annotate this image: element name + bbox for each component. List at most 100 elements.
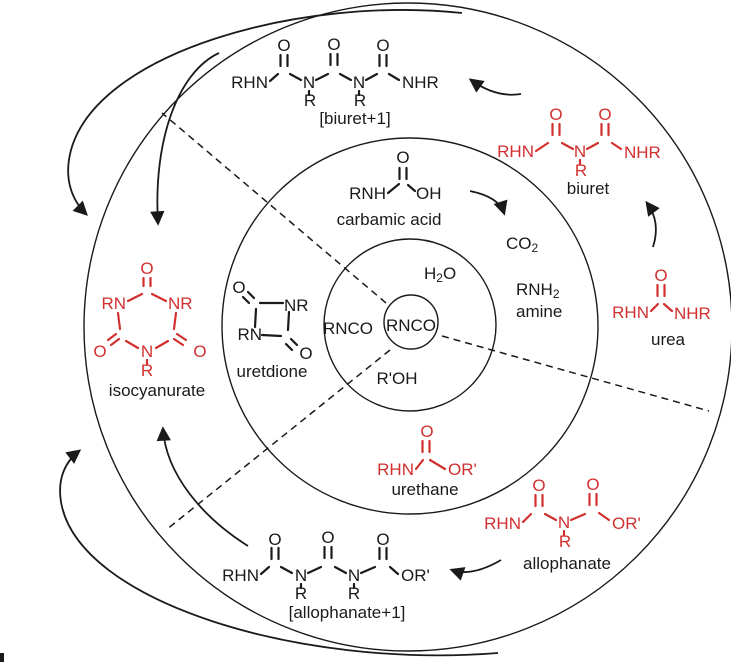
- allophanate-bonds: [521, 492, 611, 537]
- arrow-biuret-plus-one-to-isocyanurate: [150, 52, 220, 226]
- allophanate-rhn: RHN: [484, 514, 521, 533]
- carbamic-acid-structure: O RNH OH carbamic acid: [337, 148, 442, 229]
- biuret-plus-one-o2: O: [327, 35, 340, 54]
- uretdione-structure: O NR RN O uretdione: [232, 278, 312, 381]
- isocyanurate-o-left: O: [93, 342, 106, 361]
- carbamic-acid-rnh: RNH: [349, 184, 386, 203]
- arrow-carbamic-acid-to-co2: [469, 190, 508, 216]
- amine-name: amine: [516, 302, 562, 321]
- isocyanurate-bonds: [106, 276, 188, 366]
- bond-line: [364, 72, 379, 82]
- biuret-structure: O O RHN N R NHR biuret: [497, 105, 661, 198]
- allophanate-n: N: [558, 513, 570, 532]
- urethane-bonds: [414, 439, 447, 471]
- biuret-plus-one-r2: R: [354, 91, 366, 110]
- inner-circle: [323, 238, 497, 412]
- bond-line: [286, 310, 291, 332]
- biuret-o1: O: [549, 105, 562, 124]
- allophanate-or: OR': [612, 514, 641, 533]
- allophanate-structure: O O RHN N R OR' allophanate: [484, 475, 641, 573]
- sector-divider-right: [441, 335, 710, 412]
- sector-dividers: [161, 112, 710, 531]
- carbamic-acid-bonds: [386, 166, 417, 195]
- bond-line: [333, 565, 348, 575]
- allophanate-plus-one-r2: R: [348, 584, 360, 603]
- bond-line: [246, 290, 256, 300]
- bond-line: [172, 337, 185, 347]
- biuret-plus-one-o3: O: [376, 36, 389, 55]
- allophanate-plus-one-o2: O: [321, 528, 334, 547]
- biuret-bonds: [534, 122, 623, 166]
- carbamic-acid-o: O: [396, 148, 409, 167]
- arrow-allophanate-plus-one-to-isocyanurate: [156, 426, 249, 547]
- bond-line: [534, 141, 550, 153]
- uretdione-bonds: [241, 290, 299, 352]
- bond-line: [406, 183, 417, 193]
- carbamic-acid-oh: OH: [416, 184, 442, 203]
- inner-rnco-label: RNCO: [323, 319, 373, 338]
- allophanate-plus-one-r1: R: [295, 584, 307, 603]
- biuret-plus-one-n1: N: [303, 73, 315, 92]
- bond-line: [306, 565, 323, 575]
- bond-line: [175, 332, 188, 342]
- water-label: H2O: [424, 264, 456, 285]
- carbamic-acid-name: carbamic acid: [337, 210, 442, 229]
- arrow-outer-loop-top-left: [67, 9, 463, 216]
- allophanate-r: R: [559, 532, 571, 551]
- bond-line: [521, 512, 533, 524]
- urethane-o: O: [420, 422, 433, 441]
- bond-line: [585, 141, 600, 151]
- bond-line: [259, 565, 271, 576]
- core-circle: [383, 294, 439, 350]
- bond-line: [109, 337, 121, 347]
- amine-formula: RNH2: [516, 280, 560, 301]
- allophanate-plus-one-o1: O: [268, 530, 281, 549]
- bond-line: [288, 72, 303, 82]
- arrow-allophanate-to-allophanate-plus-one: [449, 559, 502, 581]
- bond-line: [338, 72, 353, 82]
- bond-line: [260, 333, 283, 338]
- biuret-plus-one-name: [biuret+1]: [319, 109, 390, 128]
- isocyanurate-nr: NR: [168, 294, 193, 313]
- biuret-rhn: RHN: [497, 142, 534, 161]
- allophanate-plus-one-bonds: [259, 545, 400, 590]
- biuret-r: R: [575, 161, 587, 180]
- allophanate-o1: O: [532, 476, 545, 495]
- isocyanurate-o-right: O: [193, 342, 206, 361]
- corner-artifact: [0, 653, 4, 662]
- uretdione-rn: RN: [237, 325, 262, 344]
- bond-line: [543, 512, 558, 522]
- bond-line: [253, 307, 258, 329]
- urea-bonds: [649, 283, 674, 313]
- biuret-plus-one-nhr: NHR: [402, 73, 439, 92]
- urea-name: urea: [651, 330, 686, 349]
- allophanate-plus-one-n1: N: [295, 566, 307, 585]
- bond-line: [116, 311, 122, 331]
- biuret-plus-one-n2: N: [353, 73, 365, 92]
- isocyanurate-name: isocyanurate: [109, 381, 205, 400]
- bond-line: [428, 458, 447, 471]
- biuret-plus-one-o1: O: [277, 36, 290, 55]
- urethane-name: urethane: [391, 480, 458, 499]
- sector-divider-upper-left: [161, 112, 387, 304]
- biuret-nhr: NHR: [624, 143, 661, 162]
- allophanate-plus-one-o3: O: [376, 530, 389, 549]
- biuret-name: biuret: [567, 179, 610, 198]
- biuret-plus-one-rhn: RHN: [231, 73, 268, 92]
- bond-line: [569, 512, 587, 522]
- urea-o: O: [654, 266, 667, 285]
- uretdione-name: uretdione: [237, 362, 308, 381]
- bond-line: [154, 339, 170, 350]
- outer-circle: [83, 2, 731, 652]
- urea-rhn: RHN: [612, 303, 649, 322]
- allophanate-plus-one-rhn: RHN: [222, 566, 259, 585]
- co2-label: CO2: [506, 234, 539, 255]
- middle-circle: [221, 137, 599, 515]
- bond-line: [359, 565, 377, 575]
- allophanate-plus-one-or: OR': [401, 566, 430, 585]
- isocyanurate-r: R: [141, 361, 153, 380]
- biuret-n: N: [574, 142, 586, 161]
- bond-line: [268, 72, 280, 83]
- bond-line: [150, 292, 168, 303]
